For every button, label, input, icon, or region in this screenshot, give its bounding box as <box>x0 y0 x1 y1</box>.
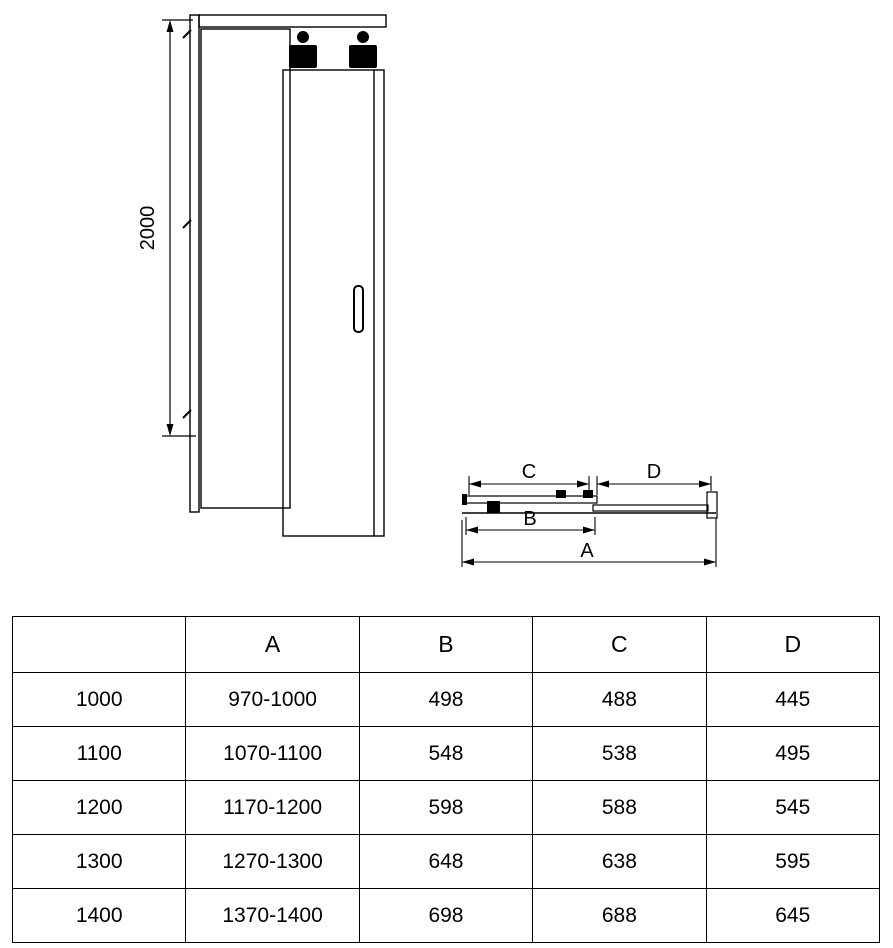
table-row: 1400 1370-1400 698 688 645 <box>11 888 881 943</box>
dim-label-c: C <box>522 461 536 483</box>
dimensions-table: A B C D 1000 970-1000 498 488 445 1100 1… <box>11 616 881 943</box>
dim-label-a: A <box>580 540 594 562</box>
table-cell: 588 <box>532 780 707 835</box>
plan-view <box>462 490 718 519</box>
height-dimension-label: 2000 <box>137 206 159 251</box>
height-dimension <box>162 19 196 437</box>
plan-guide-block <box>487 501 500 513</box>
row-header-cell: 1400 <box>11 888 187 943</box>
table-row: 1000 970-1000 498 488 445 <box>11 672 881 727</box>
plan-fixed-panel <box>592 504 709 512</box>
table-row: 1100 1070-1100 548 538 495 <box>11 726 881 781</box>
table-header-cell-b: B <box>358 616 534 673</box>
table-header-cell-d: D <box>705 616 881 673</box>
roller-wheel-left <box>297 31 309 43</box>
fixed-panel <box>200 28 291 509</box>
table-cell: 445 <box>705 672 881 727</box>
table-cell: 548 <box>358 726 534 781</box>
table-cell: 495 <box>705 726 881 781</box>
table-cell: 538 <box>532 726 707 781</box>
plan-sliding-panel <box>464 495 598 504</box>
table-cell: 645 <box>705 888 881 943</box>
table-header-cell-c: C <box>532 616 707 673</box>
fixing-tick-middle <box>182 219 192 229</box>
row-header-cell: 1300 <box>11 834 187 889</box>
table-cell: 970-1000 <box>185 672 360 727</box>
row-header-cell: 1000 <box>11 672 187 727</box>
fixing-tick-bottom <box>182 409 192 419</box>
table-cell: 498 <box>358 672 534 727</box>
wall-profile <box>182 14 200 513</box>
table-cell: 1270-1300 <box>185 834 360 889</box>
table-cell: 688 <box>532 888 707 943</box>
arrowhead-left <box>466 526 478 534</box>
plan-clamp-right <box>583 490 593 498</box>
table-cell: 1370-1400 <box>185 888 360 943</box>
sliding-panel <box>282 69 385 537</box>
table-cell: 595 <box>705 834 881 889</box>
roller-wheel-right <box>357 31 369 43</box>
top-track <box>198 14 387 28</box>
table-cell: 698 <box>358 888 534 943</box>
roller-carriages <box>289 31 377 68</box>
door-elevation <box>182 14 387 537</box>
plan-wall-profile <box>706 491 718 519</box>
table-cell: 648 <box>358 834 534 889</box>
arrowhead-right <box>704 558 716 566</box>
plan-dimensions <box>461 476 717 567</box>
table-cell: 545 <box>705 780 881 835</box>
row-header-cell: 1100 <box>11 726 187 781</box>
plan-end-cap <box>462 494 467 505</box>
arrowhead-down <box>166 424 174 436</box>
arrowhead-right <box>577 480 589 488</box>
arrowhead-left <box>597 480 609 488</box>
arrowhead-up <box>166 20 174 32</box>
roller-clamp-left <box>289 45 317 68</box>
plan-clamp-left <box>556 490 566 498</box>
arrowhead-right <box>583 526 595 534</box>
door-handle <box>353 285 364 333</box>
row-header-cell: 1200 <box>11 780 187 835</box>
plan-fittings <box>462 490 593 513</box>
table-cell: 1070-1100 <box>185 726 360 781</box>
table-cell: 488 <box>532 672 707 727</box>
table-header-row: A B C D <box>11 616 881 673</box>
arrowhead-right <box>699 480 711 488</box>
dim-label-d: D <box>647 461 661 483</box>
table-header-cell-size <box>11 616 187 673</box>
table-cell: 598 <box>358 780 534 835</box>
wall-profile-body <box>189 14 200 513</box>
table-row: 1200 1170-1200 598 588 545 <box>11 780 881 835</box>
sliding-panel-glass <box>282 69 385 537</box>
shower-door-drawing: 2000 <box>137 14 718 567</box>
roller-clamp-right <box>349 45 377 68</box>
fixing-tick-top <box>182 29 192 39</box>
arrowhead-left <box>469 480 481 488</box>
table-cell: 1170-1200 <box>185 780 360 835</box>
table-header-cell-a: A <box>185 616 360 673</box>
dim-label-b: B <box>523 508 536 530</box>
arrowhead-left <box>462 558 474 566</box>
table-cell: 638 <box>532 834 707 889</box>
table-row: 1300 1270-1300 648 638 595 <box>11 834 881 889</box>
